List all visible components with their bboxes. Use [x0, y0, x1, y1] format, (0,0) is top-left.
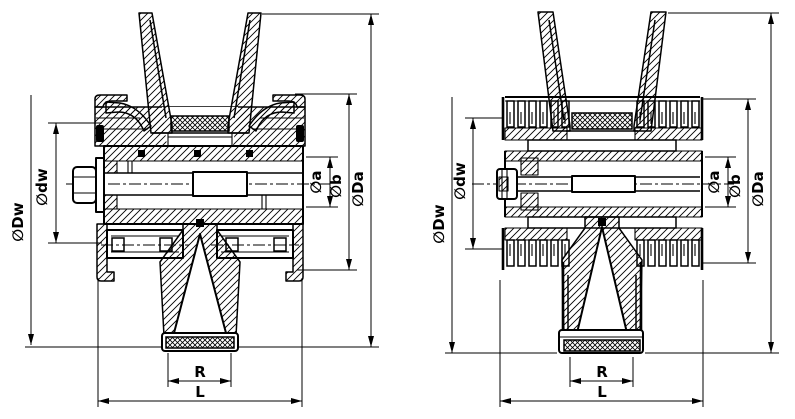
top-plate: [527, 139, 677, 152]
key-pocket: [520, 157, 539, 176]
upper-cone-walls: [537, 11, 667, 132]
right-wheel-section: ∅Dw ∅dw ∅a ∅b ∅Da: [430, 11, 779, 407]
tread-surface: [165, 336, 235, 349]
right-seal-lip: [272, 94, 306, 108]
flange-bolt-section: [246, 150, 253, 157]
left-wall-foot: [105, 101, 152, 132]
left-cone-wall: [537, 11, 571, 132]
dim-label-L: L: [597, 383, 607, 401]
dim-label-L: L: [195, 383, 205, 401]
dim-phi-Da: ∅Da: [349, 14, 374, 347]
dim-phi-Da: ∅Da: [749, 13, 774, 353]
dim-label-phi-Da: ∅Da: [749, 171, 767, 206]
dim-L: L: [97, 278, 303, 407]
axle-spacer: [571, 175, 636, 193]
hex-bolt: [72, 157, 105, 213]
right-bearing-bracket: [285, 223, 304, 282]
axle-spacer: [192, 171, 248, 197]
socket-head-screw: [496, 168, 518, 200]
flange-bolt-section: [138, 150, 145, 157]
dim-label-phi-b: ∅b: [327, 174, 345, 198]
left-wheel-section: ∅Dw ∅dw ∅a ∅b ∅Da: [9, 12, 379, 407]
dimensions-right-drawing: ∅Dw ∅dw ∅a ∅b ∅Da: [430, 12, 779, 407]
dim-label-phi-Dw: ∅Dw: [430, 204, 448, 243]
dim-phi-dw: ∅dw: [451, 117, 504, 250]
right-seal: [296, 125, 304, 142]
dim-label-phi-dw: ∅dw: [33, 168, 51, 206]
bottom-cone: [558, 216, 644, 354]
hub-body: [96, 145, 304, 225]
washer: [95, 157, 105, 213]
dim-label-R: R: [194, 363, 206, 381]
dim-label-phi-a: ∅a: [705, 171, 723, 194]
left-seal-lip: [94, 94, 128, 108]
hex-bolt-head: [72, 166, 97, 204]
bottom-cone: [159, 219, 241, 352]
tread-surface: [563, 339, 641, 352]
dim-phi-Dw: ∅Dw: [9, 95, 34, 345]
dim-phi-a: ∅a: [705, 156, 736, 208]
right-wall-foot: [248, 101, 295, 132]
dim-label-phi-b: ∅b: [726, 174, 744, 198]
left-bearing-bracket: [96, 223, 115, 282]
groove-tread-surface: [571, 112, 633, 130]
dim-R: R: [569, 357, 634, 387]
hex-socket: [498, 176, 509, 192]
dim-label-R: R: [596, 363, 608, 381]
dim-L: L: [499, 280, 704, 407]
right-cone-wall: [633, 11, 667, 132]
dim-label-phi-Da: ∅Da: [349, 171, 367, 206]
dim-label-phi-Dw: ∅Dw: [9, 202, 27, 241]
dimensions-left-drawing: ∅Dw ∅dw ∅a ∅b ∅Da: [9, 13, 379, 407]
dim-phi-Dw: ∅Dw: [430, 97, 455, 353]
dim-phi-dw: ∅dw: [33, 122, 102, 244]
bottom-rib-crown: [501, 227, 704, 270]
key-pocket: [520, 192, 539, 211]
dim-R: R: [167, 353, 232, 387]
dim-label-phi-a: ∅a: [307, 171, 325, 194]
dim-phi-b: ∅b: [295, 93, 357, 271]
groove-tread-surface: [170, 115, 230, 132]
dim-label-phi-dw: ∅dw: [451, 162, 469, 200]
dim-phi-a: ∅a: [306, 156, 338, 208]
bottom-ribs: [506, 239, 700, 267]
flange-bolt-section: [194, 150, 201, 157]
upper-cone-walls: [105, 12, 295, 146]
left-seal: [96, 125, 104, 142]
dim-phi-b: ∅b: [702, 98, 756, 264]
